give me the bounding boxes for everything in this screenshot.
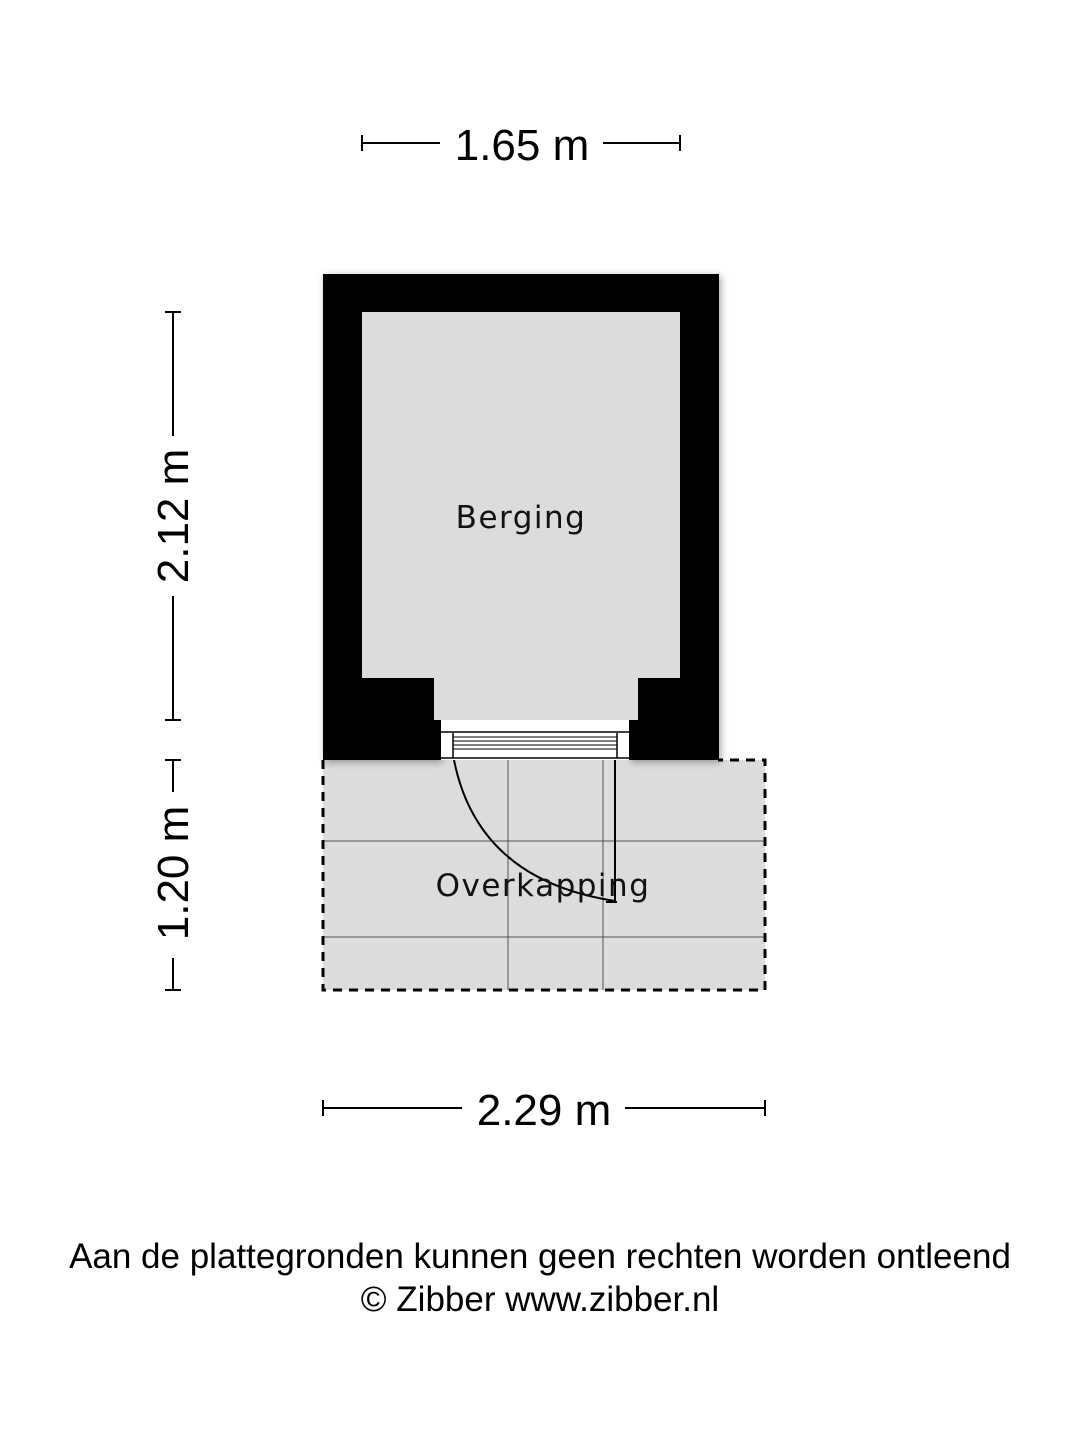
canopy-area xyxy=(321,758,767,992)
room-label-storage: Berging xyxy=(456,500,587,536)
dimension-top-label: 1.65 m xyxy=(455,121,590,170)
dimension-bottom: 2.29 m xyxy=(322,1086,766,1135)
dimension-bottom-label: 2.29 m xyxy=(477,1086,612,1135)
dimension-left-lower-label: 1.20 m xyxy=(149,806,198,941)
door-threshold xyxy=(441,720,629,760)
pillar-right xyxy=(638,678,680,720)
door-swing xyxy=(453,759,617,903)
storage-floor xyxy=(362,312,680,720)
disclaimer-text: Aan de plattegronden kunnen geen rechten… xyxy=(69,1237,1011,1276)
pillar-left xyxy=(362,678,434,720)
dimension-left-upper-label: 2.12 m xyxy=(149,449,198,584)
copyright-text: © Zibber www.zibber.nl xyxy=(360,1280,720,1319)
dimension-left-lower: 1.20 m xyxy=(149,759,198,991)
dimension-top: 1.65 m xyxy=(361,121,681,170)
storage-walls xyxy=(323,274,719,760)
room-label-canopy: Overkapping xyxy=(436,868,651,904)
dimension-left-upper: 2.12 m xyxy=(149,311,198,721)
